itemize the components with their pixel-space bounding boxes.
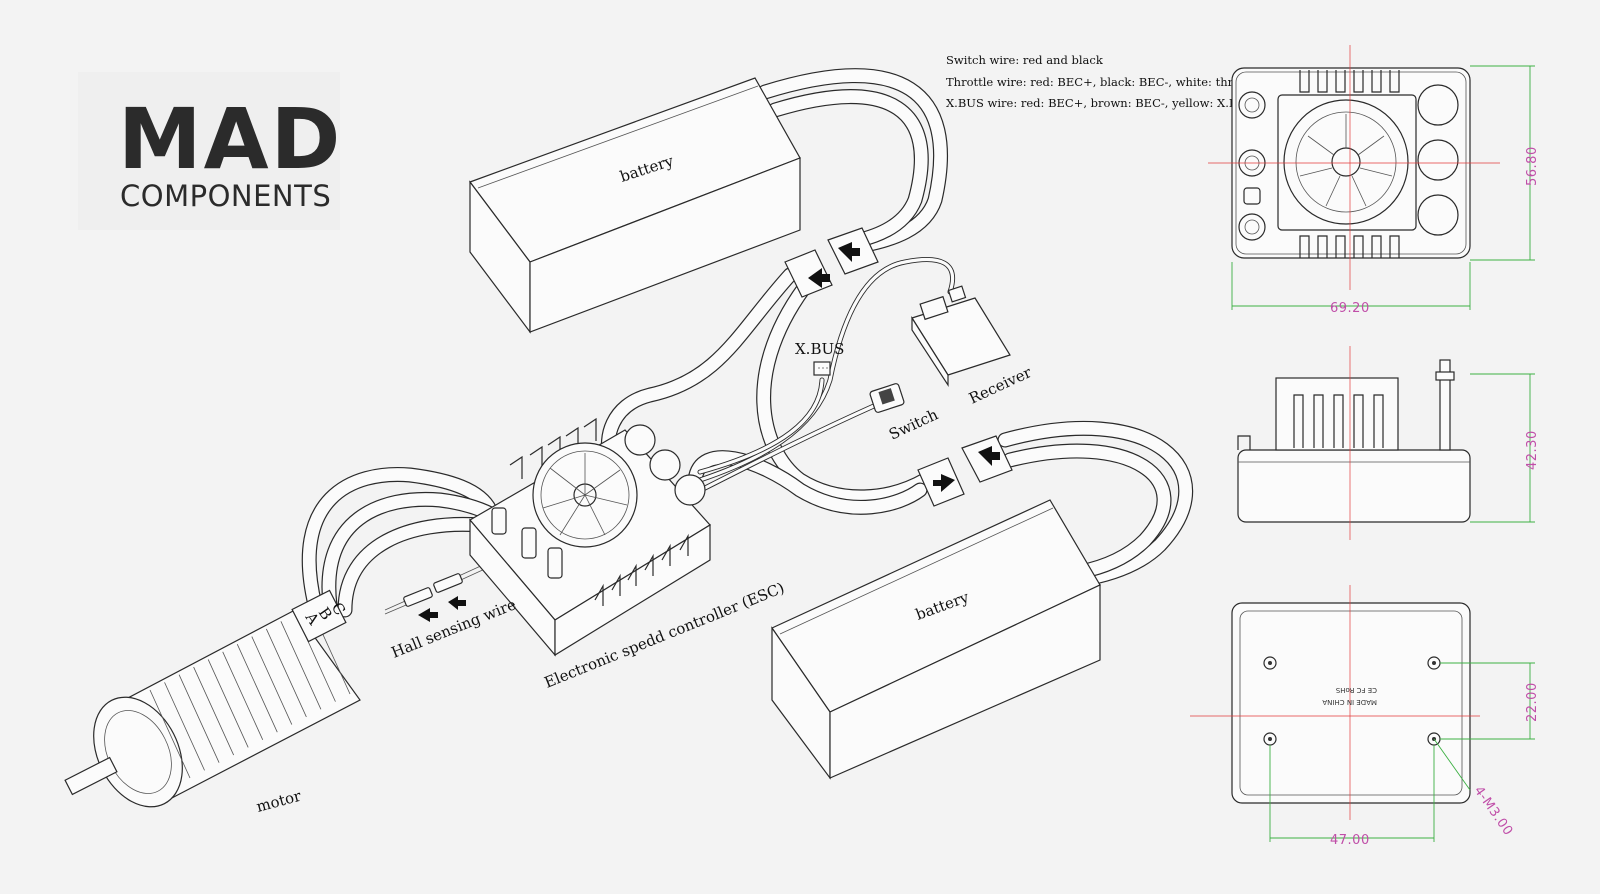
motor-rib bbox=[251, 636, 293, 725]
motor-rib bbox=[280, 621, 322, 710]
logo-backdrop bbox=[78, 72, 340, 230]
motor-rib bbox=[149, 689, 191, 779]
dim-bottom-screw: 4-M3.00 bbox=[1471, 784, 1516, 839]
note-throttle-wire: Throttle wire: red: BEC+, black: BEC-, w… bbox=[946, 75, 1260, 89]
connector-top bbox=[784, 227, 879, 298]
dim-top-height: 56.80 bbox=[1525, 146, 1540, 186]
receiver: Receiver bbox=[911, 285, 1035, 408]
logo: MAD COMPONENTS bbox=[78, 72, 342, 230]
dim-bottom-hole-y: 22.00 bbox=[1525, 682, 1540, 722]
logo-sub-text: COMPONENTS bbox=[120, 179, 331, 213]
motor-rib bbox=[265, 628, 307, 718]
dim-side-height: 42.30 bbox=[1525, 430, 1540, 470]
power-wires bbox=[600, 68, 1194, 588]
motor-rib bbox=[178, 674, 220, 763]
dim-top-width: 69.20 bbox=[1330, 301, 1370, 316]
stamp-line-1: MADE IN CHINA bbox=[1322, 698, 1377, 706]
motor-rib bbox=[222, 651, 264, 740]
battery-top: battery bbox=[469, 77, 801, 334]
esc-bottom-view: 47.00 22.00 4-M3.00 MADE IN CHINA CE FC … bbox=[1190, 585, 1540, 848]
motor-label: motor bbox=[254, 786, 303, 815]
dim-bottom-hole-x: 47.00 bbox=[1330, 833, 1370, 848]
note-switch-wire: Switch wire: red and black bbox=[946, 53, 1104, 67]
bottom-stamp: MADE IN CHINA CE FC RoHS bbox=[1322, 686, 1377, 706]
switch-label: Switch bbox=[886, 405, 941, 443]
motor-rib bbox=[236, 644, 278, 733]
xbus-label: X.BUS bbox=[795, 340, 844, 358]
note-xbus-wire: X.BUS wire: red: BEC+, brown: BEC-, yell… bbox=[946, 96, 1255, 110]
signal-wires bbox=[384, 257, 956, 615]
battery-bottom: battery bbox=[771, 499, 1101, 780]
motor-rib bbox=[193, 666, 234, 756]
logo-main-text: MAD bbox=[118, 90, 342, 188]
motor-rib bbox=[164, 682, 205, 771]
xbus-plug: X.BUS bbox=[795, 340, 844, 376]
esc-side-view: 42.30 bbox=[1237, 346, 1540, 540]
wire-notes: Switch wire: red and black Throttle wire… bbox=[946, 53, 1260, 110]
motor: A B C motor bbox=[64, 589, 361, 816]
connector-bottom bbox=[917, 435, 1013, 507]
esc-top-view: 69.20 56.80 bbox=[1208, 45, 1540, 316]
switch: Switch bbox=[869, 383, 941, 444]
receiver-label: Receiver bbox=[966, 363, 1035, 408]
motor-rib bbox=[207, 659, 249, 748]
stamp-line-2: CE FC RoHS bbox=[1335, 686, 1377, 694]
